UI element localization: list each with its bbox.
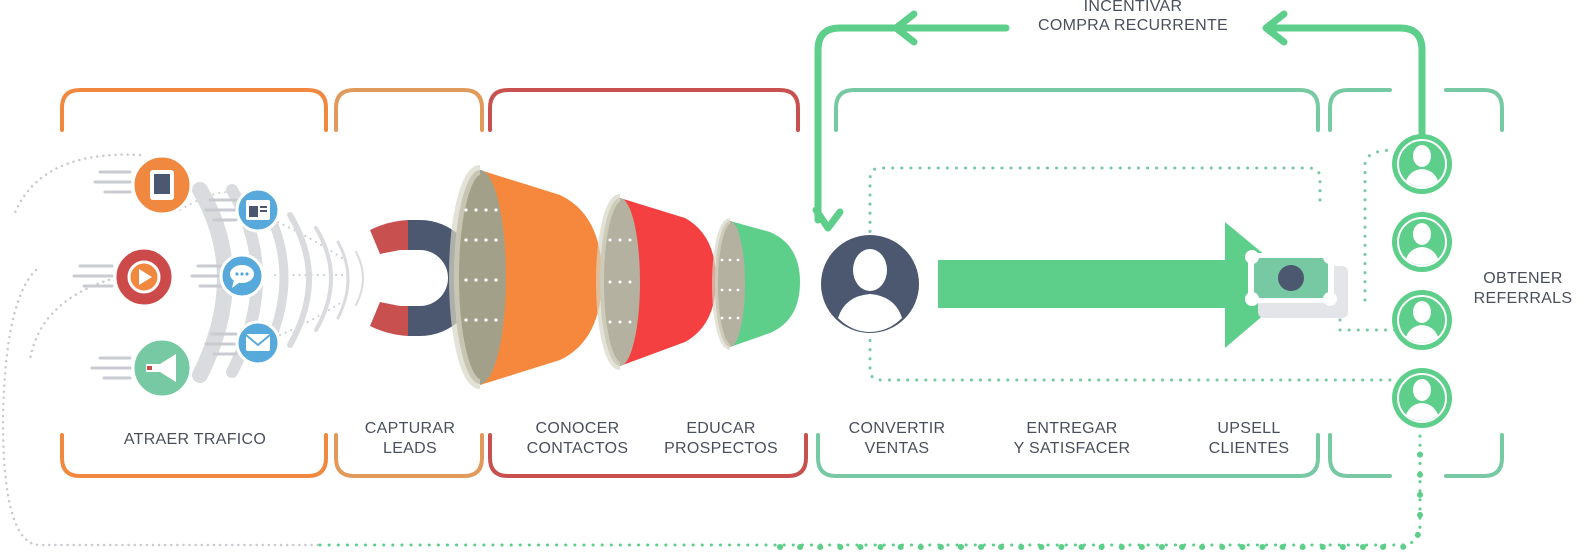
stage-label-convertir: CONVERTIR VENTAS: [848, 420, 946, 457]
top-brackets: [60, 88, 1504, 132]
signal-arc-5: [314, 226, 333, 332]
dotted-signal-3: [279, 299, 346, 336]
bracket-bottom-conocer: [488, 433, 808, 478]
bracket-bottom-referrals: [1328, 433, 1504, 478]
loop-line-right: [1264, 24, 1426, 149]
funnel-segment-educar: [620, 198, 716, 366]
recurrent-purchase-loop: [812, 10, 1426, 232]
dotted-rect-teal: [868, 148, 1397, 382]
bracket-top-referrals: [1328, 88, 1504, 132]
referral-users: [1392, 134, 1452, 428]
chat-icon: [219, 253, 265, 299]
browser-icon: [235, 187, 281, 233]
user-icon: [1392, 134, 1452, 194]
bottom-brackets: [60, 433, 1504, 478]
dotted-loop-gray-2: [28, 276, 117, 362]
bracket-top-capturar: [334, 88, 484, 132]
loop-line-down: [814, 24, 904, 224]
bracket-top-ventas: [834, 88, 1320, 132]
speed-lines: [72, 170, 238, 380]
funnel-segment-conocer: [480, 170, 602, 385]
user-icon: [1392, 368, 1452, 428]
funnel-dots: [464, 208, 740, 324]
stage-label-referrals: OBTENER REFERRALS: [1473, 270, 1573, 307]
funnel-segment-prospectos: [730, 221, 800, 347]
bracket-bottom-atraer: [60, 433, 328, 478]
funnel-opening-3: [715, 221, 745, 347]
loop-label-line1: INCENTIVAR: [1083, 0, 1183, 15]
stage-label-educar: EDUCAR PROSPECTOS: [664, 420, 778, 457]
funnel: [449, 165, 800, 389]
bracket-top-atraer: [60, 88, 328, 132]
funnel-opening-1: [454, 170, 506, 384]
megaphone-icon: [131, 337, 193, 399]
money-bill-icon: [1245, 250, 1348, 318]
bracket-bottom-ventas: [816, 433, 1320, 478]
stage-label-atraer: ATRAER TRAFICO: [123, 431, 267, 448]
stage-label-capturar: CAPTURAR LEADS: [364, 420, 456, 457]
tablet-icon: [131, 154, 193, 216]
delivery-arrow: [938, 222, 1300, 348]
loop-arrow-right: [1262, 10, 1288, 46]
loop-label-line2: COMPRA RECURRENTE: [1037, 17, 1228, 34]
loop-arrow-down: [812, 206, 844, 232]
stage-label-upsell: UPSELL CLIENTES: [1208, 420, 1290, 457]
stage-label-entregar: ENTREGAR Y SATISFACER: [1013, 420, 1131, 457]
dotted-loop-gray: [1, 153, 322, 547]
loop-label: INCENTIVAR COMPRA RECURRENTE: [1012, 0, 1254, 35]
signal-arc-6: [336, 240, 350, 320]
user-icon: [1392, 290, 1452, 350]
bracket-top-conocer: [488, 88, 800, 132]
play-icon: [113, 246, 175, 308]
user-avatar-icon: [821, 235, 919, 333]
signal-arc-7: [355, 251, 364, 306]
signal-arc-4: [287, 212, 312, 348]
stage-label-conocer: CONOCER CONTACTOS: [526, 420, 629, 457]
email-icon: [235, 320, 281, 366]
user-icon: [1392, 212, 1452, 272]
bracket-bottom-capturar: [334, 433, 484, 478]
